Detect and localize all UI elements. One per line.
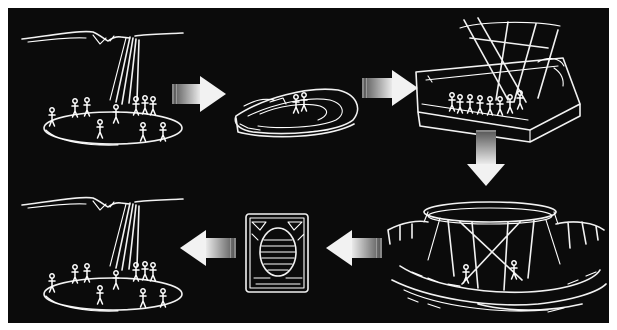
sketch-board <box>8 8 609 323</box>
arrow-step-2-to-3 <box>362 70 418 106</box>
panel-arena-initial <box>22 32 183 146</box>
panel-arena-final <box>22 198 183 312</box>
panel-platform-with-lights <box>416 18 580 142</box>
arrow-step-1-to-2 <box>172 76 226 112</box>
panel-tilted-stage <box>235 89 357 136</box>
arrow-step-3-to-4 <box>467 130 505 186</box>
panel-canopy-structure <box>388 202 606 312</box>
sketch-canvas <box>8 8 609 323</box>
arrow-step-4-to-5 <box>326 230 382 266</box>
panel-plan-view <box>246 214 308 292</box>
arrow-step-5-to-6 <box>180 230 236 266</box>
